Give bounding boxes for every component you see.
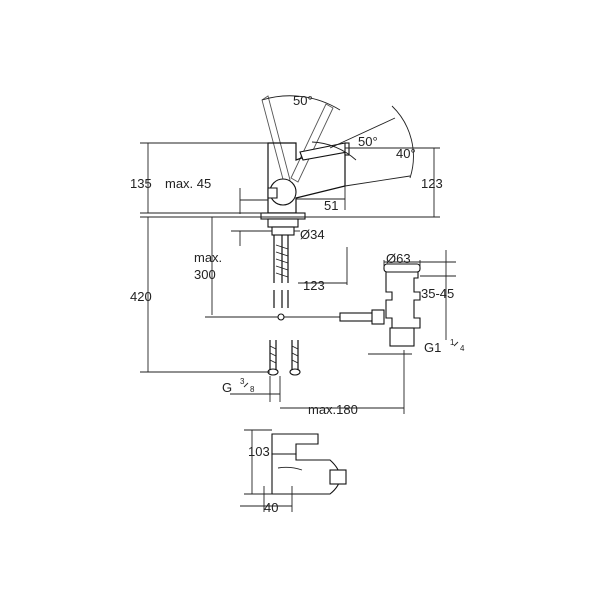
dimensions-top: 135 max. 45 123 51	[130, 142, 443, 218]
hose-end-right	[289, 368, 301, 376]
dim-d63-label: Ø63	[386, 251, 411, 266]
lever-ghost-left	[261, 95, 291, 184]
dim-123-right-label: 123	[421, 176, 443, 191]
lever-ghost-right	[290, 103, 334, 183]
dim-g1-den: 4	[460, 344, 465, 353]
dim-g-den: 8	[250, 385, 255, 394]
dim-g1-label: G1	[424, 340, 441, 355]
angle-label-right: 40°	[396, 146, 416, 161]
dim-300-label: 300	[194, 267, 216, 282]
dim-135-label: 135	[130, 176, 152, 191]
hose-mid	[273, 290, 289, 308]
angle-line-right-2	[344, 175, 411, 187]
dim-51-label: 51	[324, 198, 338, 213]
dim-max180-label: max.180	[308, 402, 358, 417]
angle-label-mid: 50°	[358, 134, 378, 149]
dim-35-45-label: 35-45	[421, 286, 454, 301]
dim-g-label: G	[222, 380, 232, 395]
pull-rod-joint	[277, 313, 285, 321]
dim-103-label: 103	[248, 444, 270, 459]
faucet-base	[260, 212, 306, 220]
angle-line-right	[329, 117, 396, 149]
faucet-base-neck	[267, 218, 299, 228]
hose-lower	[269, 340, 299, 370]
angle-annotations: 50° 50° 40°	[261, 93, 416, 187]
dimensions-overall: 420 G 3 8 max.180	[130, 217, 405, 417]
dim-g1-num: 1	[450, 338, 455, 347]
pull-rod-connector	[371, 309, 385, 325]
waste-body	[385, 269, 421, 329]
pop-up-waste: Ø63 35-45 G1 1 4 123	[205, 247, 465, 355]
waste-tail	[389, 327, 415, 347]
angle-arc-top	[261, 95, 341, 111]
dim-40-label: 40	[264, 500, 278, 515]
faucet-profile-view: 103 40	[240, 429, 347, 515]
dim-123-mid-label: 123	[303, 278, 325, 293]
mounting-nut	[271, 226, 295, 236]
profile-lever	[271, 433, 319, 455]
supply-hoses: Ø34 max. 300	[194, 217, 325, 376]
angle-arc-mid	[311, 141, 357, 161]
dim-420-label: 420	[130, 289, 152, 304]
dim-d34-label: Ø34	[300, 227, 325, 242]
dim-max45-label: max. 45	[165, 176, 211, 191]
lever-tab	[267, 187, 278, 199]
profile-spout	[329, 469, 347, 485]
dim-max-label: max.	[194, 250, 222, 265]
angle-arc-right	[391, 105, 414, 179]
dim-g-num: 3	[240, 377, 245, 386]
aerator	[344, 142, 350, 156]
angle-label-top: 50°	[293, 93, 313, 108]
